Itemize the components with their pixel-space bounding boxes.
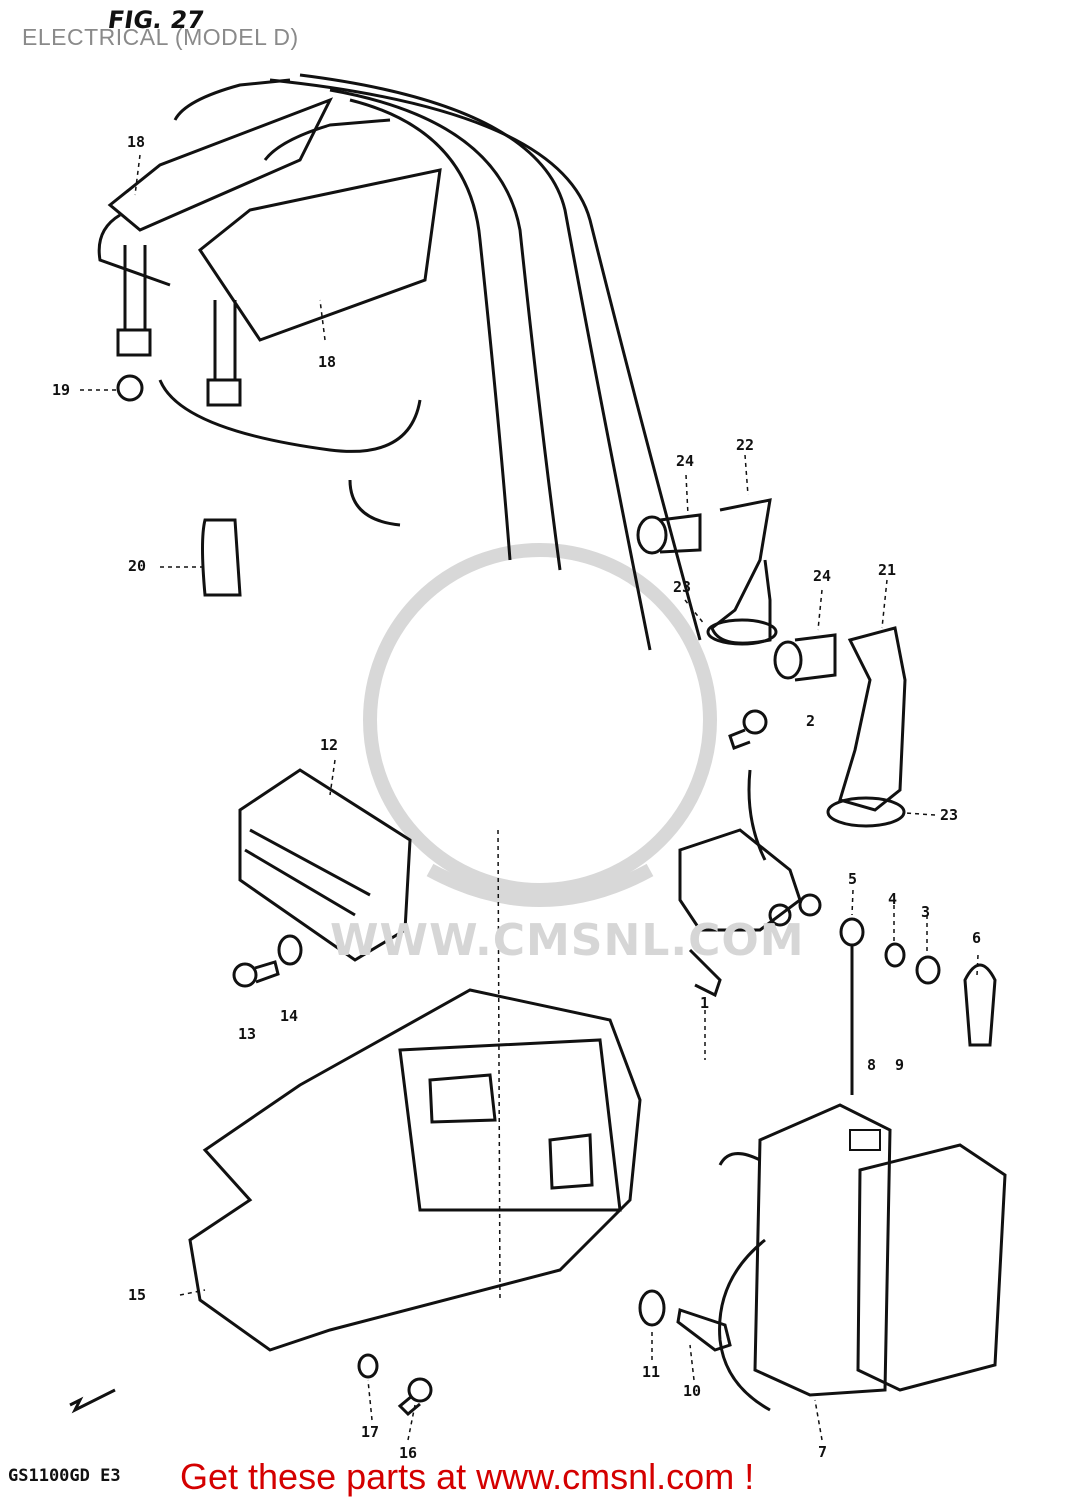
- callout-6[interactable]: 6: [972, 929, 982, 947]
- callout-12[interactable]: 12: [320, 736, 339, 754]
- callout-22[interactable]: 22: [736, 436, 755, 454]
- callout-18a[interactable]: 18: [127, 133, 146, 151]
- callout-13[interactable]: 13: [238, 1025, 257, 1043]
- ignition-coil-rear[interactable]: [197, 118, 442, 407]
- callout-17[interactable]: 17: [361, 1423, 380, 1441]
- cap-19[interactable]: [116, 374, 144, 402]
- leader-lines: [80, 154, 979, 1441]
- nut-3[interactable]: [915, 955, 941, 985]
- callout-8[interactable]: 8: [867, 1056, 877, 1074]
- callout-4[interactable]: 4: [888, 890, 898, 908]
- plug-cap-21[interactable]: [826, 626, 907, 828]
- bracket-15[interactable]: [188, 988, 642, 1352]
- watermark-logo: [363, 543, 717, 907]
- plug-leads: [158, 73, 702, 651]
- callout-16[interactable]: 16: [399, 1444, 418, 1462]
- forward-arrow-icon: [69, 1388, 116, 1414]
- nut-4[interactable]: [884, 942, 906, 968]
- callout-19[interactable]: 19: [52, 381, 71, 399]
- callout-2[interactable]: 2: [806, 712, 816, 730]
- washer-11[interactable]: [638, 1289, 666, 1327]
- callout-24a[interactable]: 24: [676, 452, 695, 470]
- regulator-12[interactable]: [238, 768, 412, 962]
- callout-20[interactable]: 20: [128, 557, 147, 575]
- callout-21[interactable]: 21: [878, 561, 897, 579]
- model-code: GS1100GD E3: [8, 1466, 121, 1486]
- bolt-13[interactable]: [232, 960, 280, 988]
- callout-14[interactable]: 14: [280, 1007, 299, 1025]
- plug-cap-22[interactable]: [706, 498, 778, 646]
- callout-7[interactable]: 7: [818, 1443, 828, 1461]
- cap-6[interactable]: [963, 963, 997, 1047]
- starter-relay-1[interactable]: [678, 769, 822, 998]
- callout-23a[interactable]: 23: [673, 578, 692, 596]
- callout-15[interactable]: 15: [128, 1286, 147, 1304]
- washer-17[interactable]: [357, 1353, 379, 1379]
- ground-lead: [718, 1238, 771, 1412]
- watermark-text: WWW.CMSNL.COM: [330, 915, 805, 966]
- page-title: ELECTRICAL (MODEL D): [22, 24, 299, 50]
- callout-11[interactable]: 11: [642, 1363, 661, 1381]
- callout-10[interactable]: 10: [683, 1382, 702, 1400]
- bolt-10[interactable]: [676, 1308, 732, 1352]
- clamp-20[interactable]: [201, 518, 242, 597]
- fuse-box-7[interactable]: [718, 1103, 1007, 1397]
- bolt-2[interactable]: [728, 709, 768, 750]
- terminal-5[interactable]: [839, 917, 865, 1095]
- footer-link[interactable]: Get these parts at www.cmsnl.com !: [180, 1456, 755, 1497]
- callout-1[interactable]: 1: [700, 994, 710, 1012]
- callout-18b[interactable]: 18: [318, 353, 337, 371]
- callout-23b[interactable]: 23: [940, 806, 959, 824]
- seal-24a[interactable]: [636, 513, 702, 555]
- bolt-16[interactable]: [397, 1377, 433, 1417]
- callout-24b[interactable]: 24: [813, 567, 832, 585]
- seal-24b[interactable]: [773, 633, 837, 682]
- callout-5[interactable]: 5: [848, 870, 858, 888]
- callout-9[interactable]: 9: [895, 1056, 905, 1074]
- callout-3[interactable]: 3: [921, 903, 931, 921]
- fuse-8[interactable]: [849, 1129, 881, 1151]
- washer-14[interactable]: [277, 934, 303, 966]
